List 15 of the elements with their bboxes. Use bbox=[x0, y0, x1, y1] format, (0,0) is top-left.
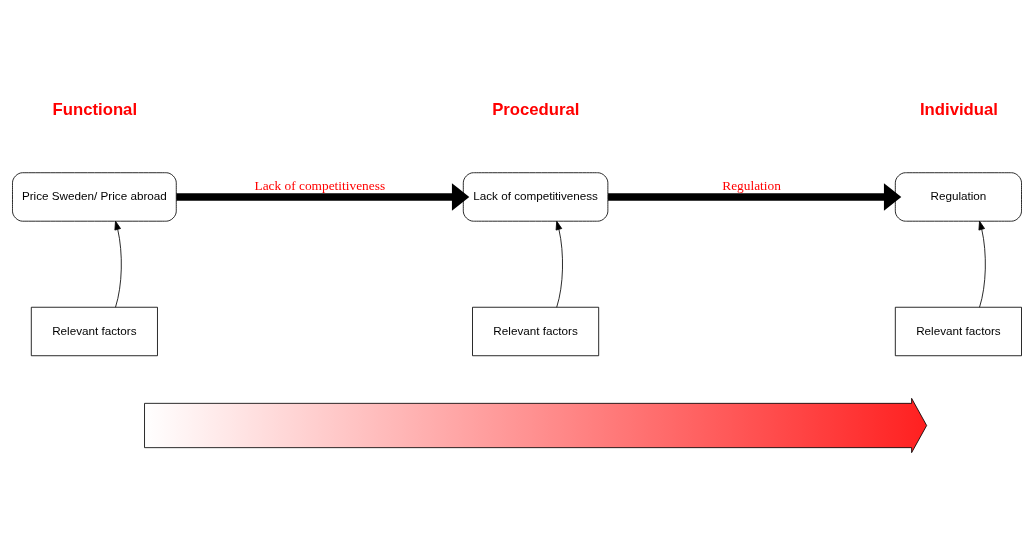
label: Procedural bbox=[492, 99, 580, 119]
node-box: Relevant factors bbox=[30, 306, 158, 356]
node-box: Lack of competitiveness bbox=[462, 171, 609, 222]
arrow bbox=[555, 220, 563, 308]
node-box: Regulation bbox=[894, 171, 1022, 222]
node-box: Relevant factors bbox=[472, 306, 600, 356]
node-box: Relevant factors bbox=[894, 306, 1022, 356]
arrow bbox=[978, 220, 986, 308]
label: Functional bbox=[52, 99, 138, 119]
arrow bbox=[114, 220, 122, 308]
edge-label: Regulation bbox=[722, 177, 781, 193]
node-box: Price Sweden/ Price abroad bbox=[12, 171, 177, 222]
label: Individual bbox=[919, 99, 998, 119]
edge-label: Lack of competitiveness bbox=[254, 177, 386, 193]
node-arrow bbox=[144, 397, 928, 453]
